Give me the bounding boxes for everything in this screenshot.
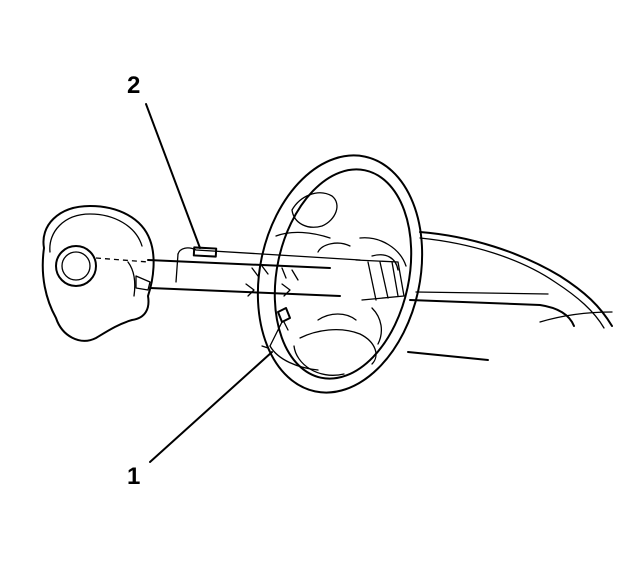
steering-wheel: [256, 154, 424, 394]
airbag-connector-2: [192, 246, 299, 297]
airbag-module: [41, 205, 155, 342]
connector-1: [261, 307, 319, 371]
dashboard-outline: [407, 231, 613, 361]
callout-label-2: 2: [127, 72, 141, 99]
alignment-guide-lines: [95, 247, 361, 297]
leader-lines: [145, 103, 273, 463]
callout-label-1: 1: [127, 463, 141, 490]
